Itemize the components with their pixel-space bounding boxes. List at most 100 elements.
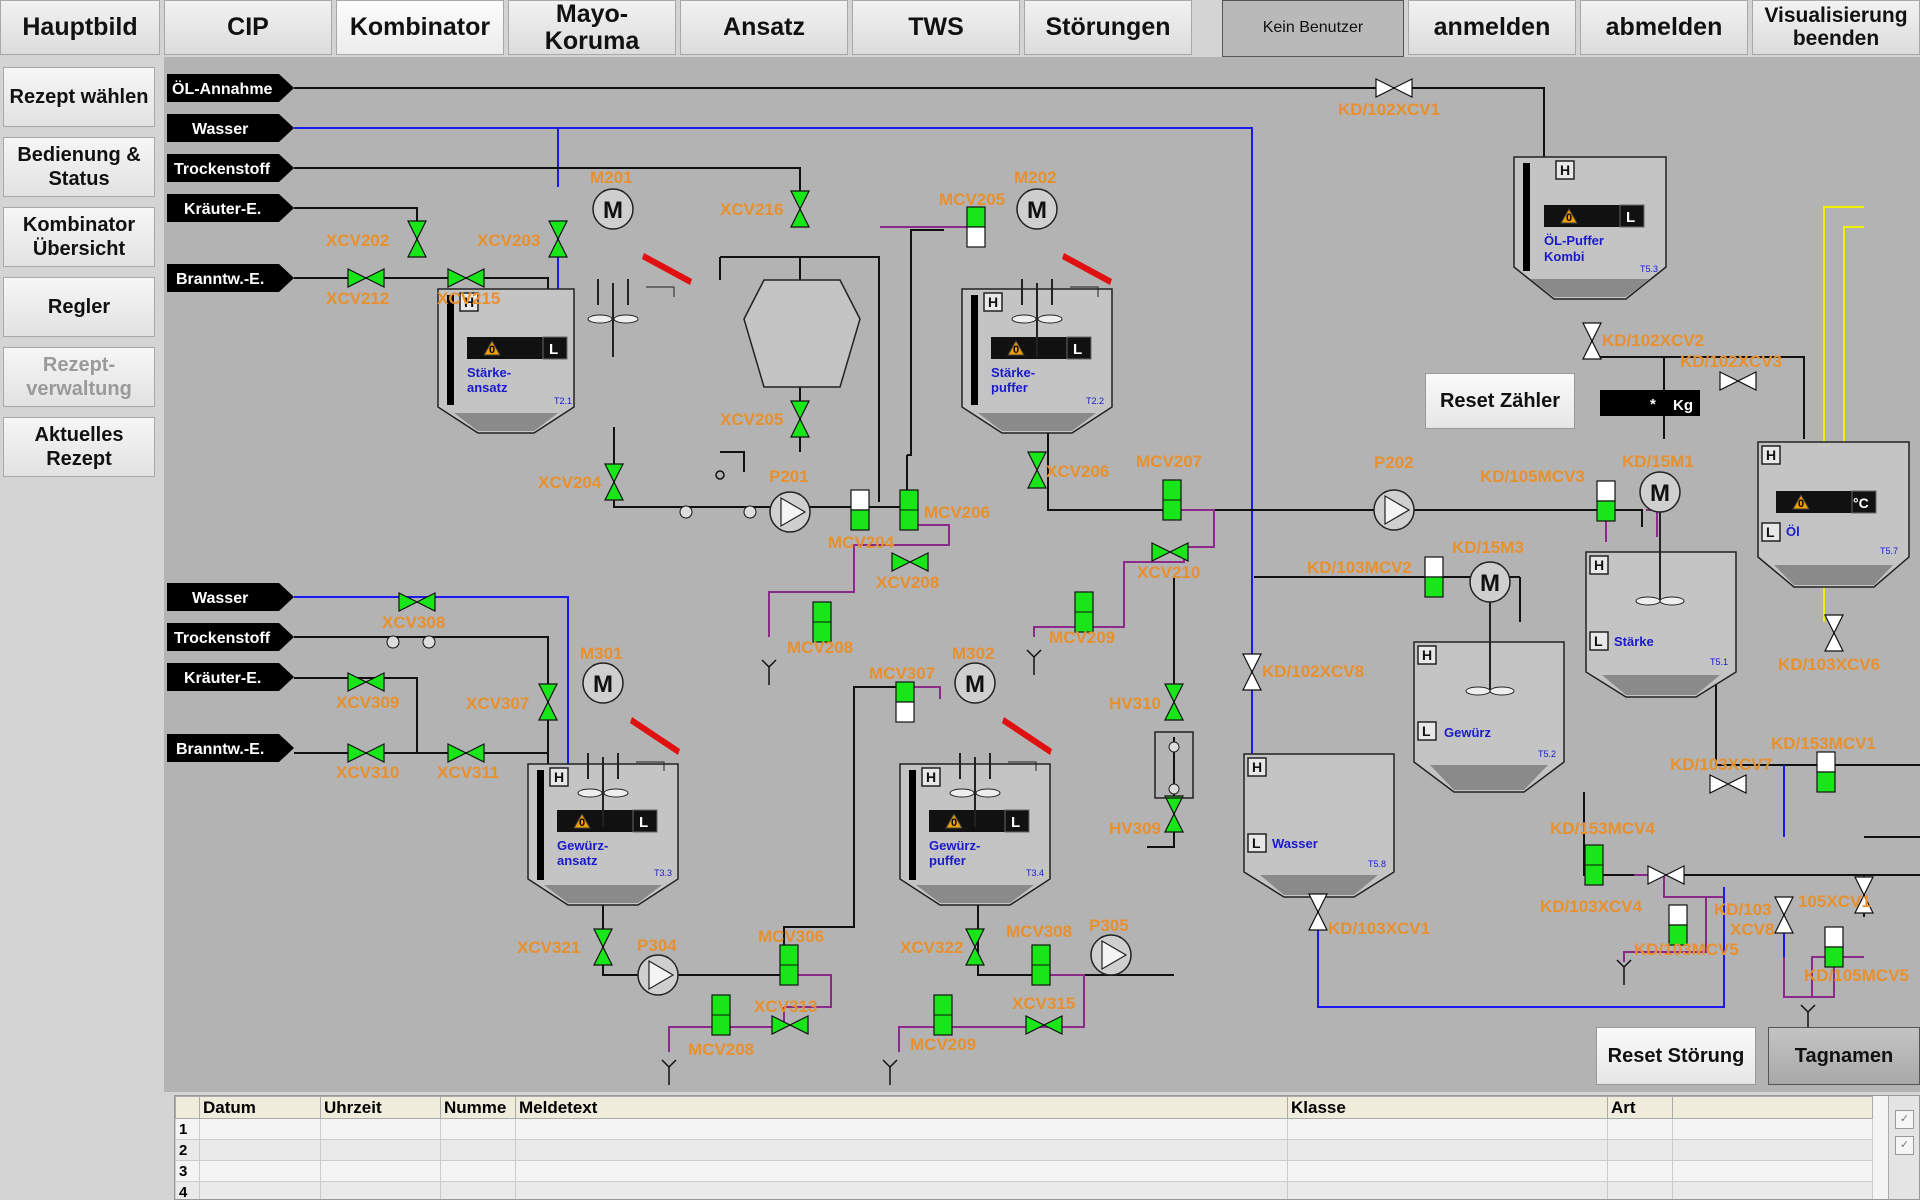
valve-xcv205[interactable]: XCV205 bbox=[720, 400, 810, 438]
agitator-m302[interactable]: M M302 bbox=[949, 644, 1001, 827]
valve-kd-103mcv2[interactable]: KD/103MCV2 bbox=[1307, 556, 1444, 598]
valve-mcv208[interactable]: MCV208 bbox=[787, 601, 853, 657]
valve-kd-103xcv1[interactable]: KD/103XCV1 bbox=[1308, 893, 1430, 938]
valve-kd-103xcv4[interactable]: KD/103XCV4 bbox=[1540, 865, 1685, 916]
column-meldetext[interactable]: Meldetext bbox=[515, 1096, 1288, 1119]
alarm-scrollbar[interactable]: ✓ ✓ bbox=[1888, 1096, 1919, 1199]
valve-xcv208[interactable]: XCV208 bbox=[876, 552, 939, 592]
valve-kd-102xcv8[interactable]: KD/102XCV8 bbox=[1242, 653, 1364, 691]
valve-hv310[interactable]: HV310 bbox=[1109, 683, 1184, 721]
valve-xcv321[interactable]: XCV321 bbox=[517, 928, 613, 966]
column-uhrzeit[interactable]: Uhrzeit bbox=[320, 1096, 441, 1119]
table-row[interactable]: 4 bbox=[175, 1181, 1873, 1199]
valve-kd-105mcv5[interactable]: KD/105MCV5 bbox=[1804, 926, 1909, 985]
valve-xcv210[interactable]: XCV210 bbox=[1137, 542, 1200, 582]
pump-p305[interactable]: P305 bbox=[1089, 916, 1132, 976]
valve-xcv310[interactable]: XCV310 bbox=[336, 743, 399, 782]
reset-fault-button[interactable]: Reset Störung bbox=[1596, 1027, 1756, 1085]
column-nummer[interactable]: Numme bbox=[440, 1096, 516, 1119]
tagnames-button[interactable]: Tagnamen bbox=[1768, 1027, 1920, 1085]
valve-xcv202[interactable]: XCV202 bbox=[326, 220, 427, 258]
valve-xcv311[interactable]: XCV311 bbox=[437, 743, 499, 782]
valve-mcv306[interactable]: MCV306 bbox=[758, 927, 824, 986]
agitator-m202[interactable]: M M202 bbox=[1011, 168, 1063, 357]
valve-kd-103xcv7[interactable]: KD/103XCV7 bbox=[1670, 755, 1772, 794]
tab-stoerungen[interactable]: Störungen bbox=[1024, 0, 1192, 55]
sidebar-item-aktuelles-rezept[interactable]: Aktuelles Rezept bbox=[3, 417, 155, 477]
valve-xcv308[interactable]: XCV308 bbox=[382, 592, 445, 632]
logout-button[interactable]: abmelden bbox=[1580, 0, 1748, 55]
table-row[interactable]: 1 bbox=[175, 1118, 1873, 1140]
valve-xcv313[interactable]: XCV313 bbox=[754, 997, 817, 1035]
valve-hv309[interactable]: HV309 bbox=[1109, 795, 1184, 838]
valve-xcv215[interactable]: XCV215 bbox=[437, 268, 500, 308]
valve-mcv209[interactable]: MCV209 bbox=[1049, 591, 1115, 647]
valve-kd-103xcv6[interactable]: KD/103XCV6 bbox=[1778, 614, 1880, 674]
valve-xcv315[interactable]: XCV315 bbox=[1012, 994, 1075, 1035]
acknowledge-all-icon[interactable]: ✓ bbox=[1895, 1136, 1914, 1155]
agitator-kd-15m3[interactable]: M KD/15M3 bbox=[1452, 538, 1524, 603]
reset-counter-button[interactable]: Reset Zähler bbox=[1425, 373, 1575, 429]
agitator-kd-15m1[interactable]: M KD/15M1 bbox=[1622, 452, 1694, 513]
table-row[interactable]: 3 bbox=[175, 1160, 1873, 1182]
valve-kd-105xcv1[interactable]: 105XCV1 bbox=[1798, 876, 1874, 914]
valve-xcv204[interactable]: XCV204 bbox=[538, 463, 624, 501]
column-klasse[interactable]: Klasse bbox=[1287, 1096, 1608, 1119]
valve-kd-103mcv5[interactable]: KD/103MCV5 bbox=[1634, 904, 1739, 959]
valve-kd-102xcv1[interactable]: KD/102XCV1 bbox=[1338, 78, 1440, 119]
valve-xcv212[interactable]: XCV212 bbox=[326, 268, 389, 308]
valve-xcv206[interactable]: XCV206 bbox=[1027, 451, 1109, 489]
valve-kd-102xcv3[interactable]: KD/102XCV3 bbox=[1680, 352, 1782, 391]
valve-mcv308[interactable]: MCV308 bbox=[1006, 922, 1072, 986]
acknowledge-icon[interactable]: ✓ bbox=[1895, 1110, 1914, 1129]
svg-text:H: H bbox=[464, 294, 474, 310]
agitator-m201[interactable]: M M201 bbox=[587, 168, 639, 357]
valve-kd-153mcv1[interactable]: KD/153MCV1 bbox=[1771, 734, 1876, 793]
valve-mcv208-b[interactable]: MCV208 bbox=[688, 994, 754, 1059]
valve-kd-105mcv3[interactable]: KD/105MCV3 bbox=[1480, 467, 1616, 522]
sidebar-item-kombinator-uebersicht[interactable]: Kombinator Übersicht bbox=[3, 207, 155, 267]
table-row[interactable]: 2 bbox=[175, 1139, 1873, 1161]
valve-kd-102xcv2[interactable]: KD/102XCV2 bbox=[1582, 322, 1704, 360]
valve-mcv307[interactable]: MCV307 bbox=[869, 664, 935, 723]
valve-mcv209-b[interactable]: MCV209 bbox=[910, 994, 976, 1054]
valve-kd-153mcv4[interactable]: KD/153MCV4 bbox=[1550, 819, 1655, 886]
valve-xcv322[interactable]: XCV322 bbox=[900, 928, 985, 966]
exit-visualization-button[interactable]: Visualisierung beenden bbox=[1752, 0, 1920, 55]
tab-hauptbild[interactable]: Hauptbild bbox=[0, 0, 160, 55]
sidebar-item-rezept-waehlen[interactable]: Rezept wählen bbox=[3, 67, 155, 127]
pump-p201[interactable]: P201 bbox=[769, 467, 811, 533]
tab-cip[interactable]: CIP bbox=[164, 0, 332, 55]
tab-ansatz[interactable]: Ansatz bbox=[680, 0, 848, 55]
tank-wasser[interactable]: H L Wasser T5.8 bbox=[1243, 753, 1395, 898]
tank-staerke[interactable]: H L Stärke T5.1 bbox=[1585, 494, 1737, 698]
tank-oel[interactable]: H 0°C L Öl T5.7 bbox=[1757, 441, 1910, 588]
valve-xcv307[interactable]: XCV307 bbox=[466, 683, 558, 721]
login-button[interactable]: anmelden bbox=[1408, 0, 1576, 55]
tab-kombinator[interactable]: Kombinator bbox=[336, 0, 504, 55]
pump-p304[interactable]: P304 bbox=[637, 936, 679, 996]
tank-gewuerz[interactable]: H L Gewürz T5.2 bbox=[1413, 584, 1565, 793]
column-datum[interactable]: Datum bbox=[199, 1096, 321, 1119]
sidebar-item-bedienung-status[interactable]: Bedienung & Status bbox=[3, 137, 155, 197]
svg-text:KD/103XCV1: KD/103XCV1 bbox=[1328, 919, 1430, 938]
pump-p202[interactable]: P202 bbox=[1373, 453, 1415, 531]
valve-mcv204[interactable]: MCV204 bbox=[828, 489, 895, 552]
valve-mcv206[interactable]: MCV206 bbox=[899, 489, 990, 531]
sidebar-item-regler[interactable]: Regler bbox=[3, 277, 155, 337]
valve-xcv203[interactable]: XCV203 bbox=[477, 220, 568, 258]
tab-tws[interactable]: TWS bbox=[852, 0, 1020, 55]
valve-mcv205[interactable]: MCV205 bbox=[939, 190, 1005, 248]
column-art[interactable]: Art bbox=[1607, 1096, 1673, 1119]
valve-xcv309[interactable]: XCV309 bbox=[336, 672, 399, 712]
tab-mayo-koruma[interactable]: Mayo-Koruma bbox=[508, 0, 676, 55]
valve-mcv207[interactable]: MCV207 bbox=[1136, 452, 1202, 521]
agitator-m301[interactable]: M M301 bbox=[577, 644, 629, 827]
valve-xcv216[interactable]: XCV216 bbox=[720, 190, 810, 228]
